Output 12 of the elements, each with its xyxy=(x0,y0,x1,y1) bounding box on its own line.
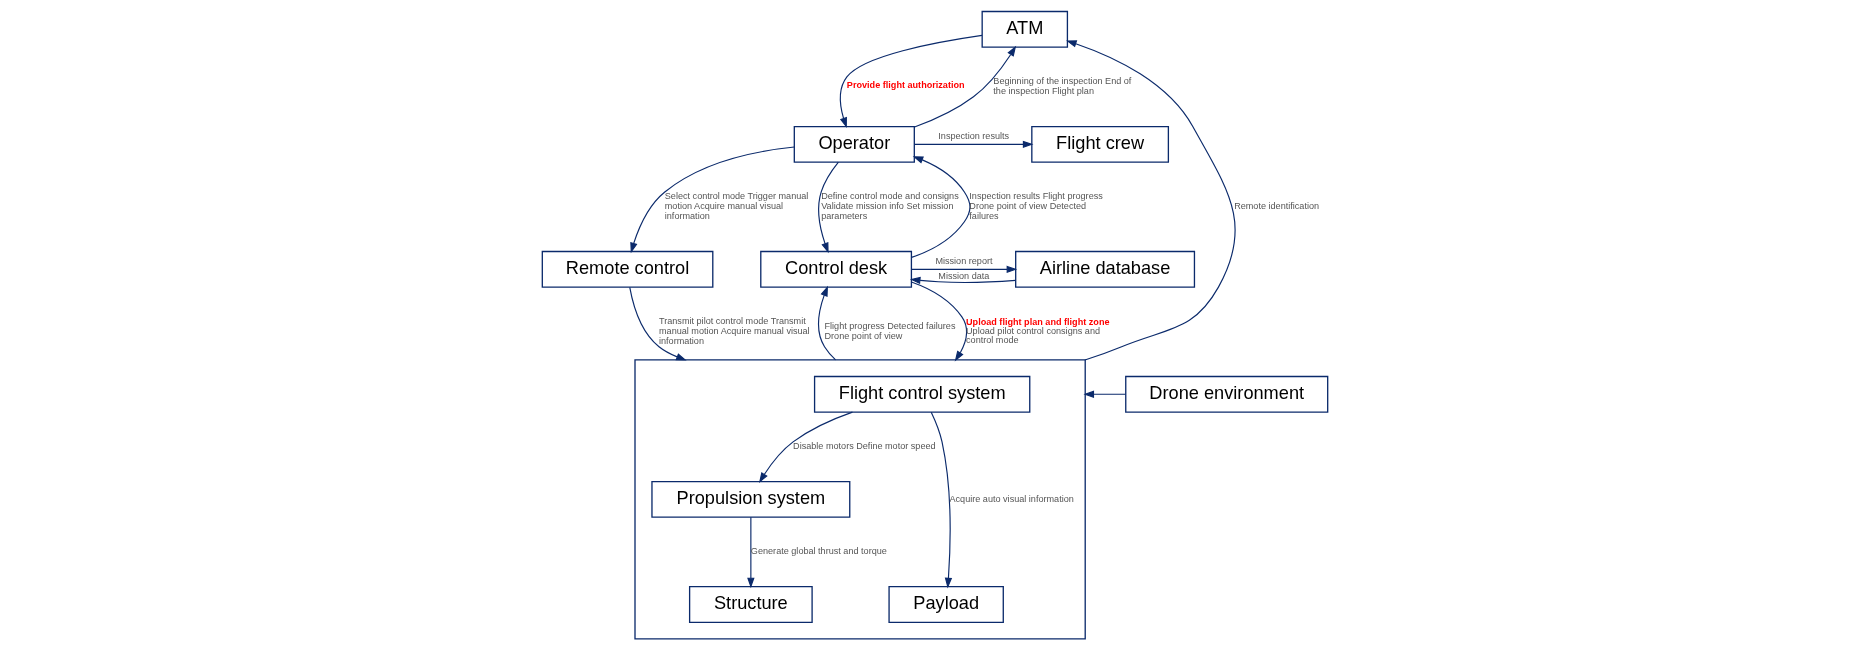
edge-label: Flight progress Detected failures Drone point of view xyxy=(824,321,955,342)
edge-label: Provide flight authorization xyxy=(846,80,965,91)
edge-label: Select control mode Trigger manual motion Acquire manual visual information xyxy=(664,191,808,222)
edge-label: Inspection results Flight progress Drone point of view Detected failures xyxy=(968,191,1103,222)
edge-label: Define control mode and consigns Validate mission info Set mission parameters xyxy=(820,191,959,222)
edge-label: Disable motors Define motor speed xyxy=(792,441,936,452)
edge-label: Remote identification xyxy=(1233,201,1319,212)
edge-label: Transmit pilot control mode Transmit manual motion Acquire manual visual information xyxy=(658,316,810,347)
edge-label: Mission data xyxy=(937,271,989,282)
edge-label: Mission report xyxy=(934,256,993,267)
edge-label: Inspection results xyxy=(937,131,1009,142)
edge-label: Beginning of the inspection End of the inspection Flight plan xyxy=(992,76,1131,97)
